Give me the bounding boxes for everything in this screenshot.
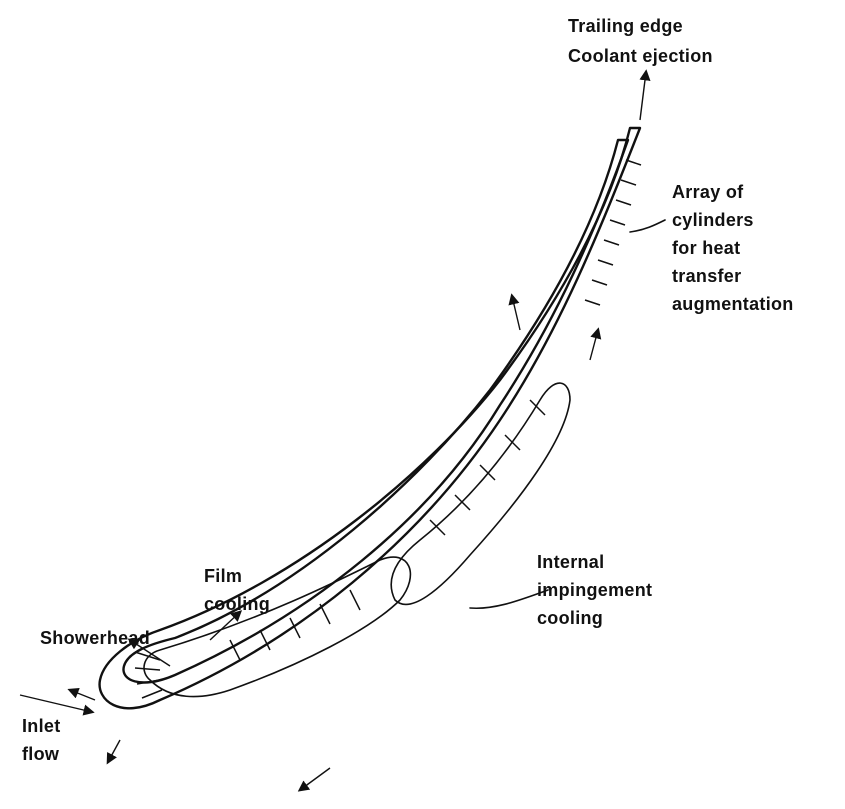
label-array-5: augmentation [672,292,794,316]
label-internal-2: impingement [537,578,652,602]
leading-edge-cavity [144,557,410,697]
label-array-3: for heat [672,236,740,260]
label-array-4: transfer [672,264,741,288]
coolant-flow-arrows [20,72,646,790]
label-coolant-ejection: Coolant ejection [568,44,713,68]
label-film-2: cooling [204,592,270,616]
label-trailing-edge: Trailing edge [568,14,683,38]
label-internal-3: cooling [537,606,603,630]
label-showerhead: Showerhead [40,626,150,650]
label-inlet-2: flow [22,742,59,766]
label-film-1: Film [204,564,242,588]
label-array-2: cylinders [672,208,754,232]
label-array-1: Array of [672,180,743,204]
label-inlet-1: Inlet [22,714,61,738]
label-internal-1: Internal [537,550,604,574]
